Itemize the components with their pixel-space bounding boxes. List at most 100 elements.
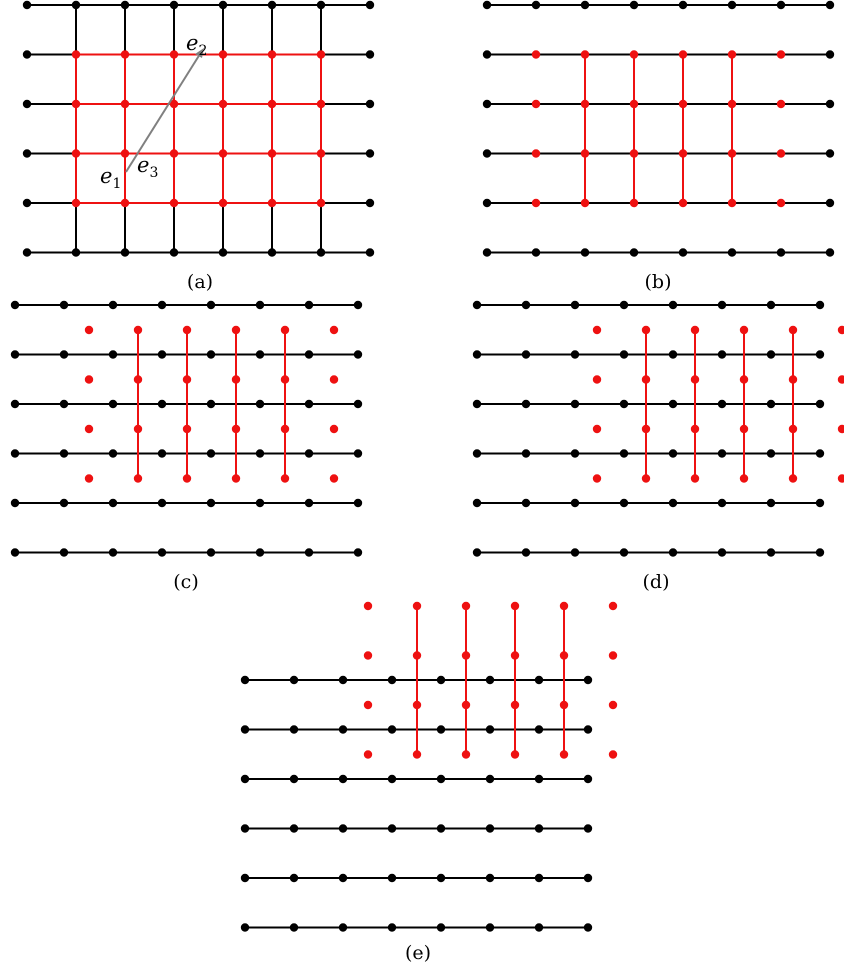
black-vertex	[472, 399, 482, 409]
black-vertex	[108, 300, 118, 310]
red-vertex	[412, 651, 422, 660]
red-vertex	[580, 149, 590, 158]
red-vertex	[169, 50, 179, 59]
black-vertex	[289, 725, 299, 734]
red-vertex	[329, 474, 339, 483]
red-vertex	[837, 375, 844, 384]
red-vertex	[280, 424, 290, 434]
black-vertex	[534, 725, 544, 734]
red-vertex	[169, 198, 179, 208]
black-vertex	[485, 873, 495, 883]
red-vertex	[837, 424, 844, 434]
vector-label-e3: e3	[137, 153, 158, 181]
red-vertex	[678, 198, 688, 208]
red-vertex	[788, 424, 798, 434]
red-vertex	[363, 601, 373, 611]
black-vertex	[436, 923, 446, 932]
black-vertex	[717, 449, 727, 458]
black-vertex	[776, 248, 786, 257]
red-vertex	[182, 474, 192, 483]
red-vertex	[559, 750, 569, 759]
black-vertex	[629, 248, 639, 257]
black-vertex	[255, 399, 265, 409]
black-vertex	[815, 548, 825, 557]
red-vertex	[510, 601, 520, 611]
red-vertex	[727, 99, 737, 109]
black-vertex	[108, 399, 118, 409]
black-vertex	[825, 50, 835, 59]
panel-e	[240, 601, 618, 932]
black-vertex	[482, 99, 492, 109]
black-vertex	[436, 725, 446, 734]
black-vertex	[353, 548, 363, 557]
black-vertex	[766, 300, 776, 310]
black-vertex	[485, 774, 495, 784]
black-vertex	[619, 350, 629, 359]
red-vertex	[71, 50, 81, 59]
red-vertex	[690, 474, 700, 483]
red-vertex	[218, 149, 228, 158]
black-vertex	[10, 350, 20, 359]
red-vertex	[510, 651, 520, 660]
black-vertex	[22, 198, 32, 208]
red-vertex	[231, 375, 241, 384]
red-vertex	[690, 325, 700, 335]
red-vertex	[592, 375, 602, 384]
red-vertex	[329, 424, 339, 434]
black-vertex	[338, 824, 348, 833]
black-vertex	[619, 449, 629, 458]
black-vertex	[815, 399, 825, 409]
black-vertex	[387, 725, 397, 734]
black-vertex	[387, 873, 397, 883]
red-vertex	[608, 750, 618, 759]
panel-label-e: (e)	[405, 942, 431, 964]
red-vertex	[71, 198, 81, 208]
black-vertex	[120, 248, 130, 257]
red-vertex	[837, 474, 844, 483]
black-vertex	[316, 248, 326, 257]
red-vertex	[641, 474, 651, 483]
black-vertex	[387, 824, 397, 833]
red-vertex	[678, 50, 688, 59]
black-vertex	[267, 248, 277, 257]
red-vertex	[788, 325, 798, 335]
red-vertex	[84, 424, 94, 434]
black-vertex	[353, 399, 363, 409]
black-vertex	[678, 0, 688, 10]
black-vertex	[59, 498, 69, 508]
black-vertex	[206, 498, 216, 508]
black-vertex	[825, 248, 835, 257]
red-vertex	[641, 325, 651, 335]
black-vertex	[472, 548, 482, 557]
red-vertex	[727, 149, 737, 158]
black-vertex	[10, 300, 20, 310]
black-vertex	[206, 350, 216, 359]
red-vertex	[776, 198, 786, 208]
black-vertex	[108, 548, 118, 557]
black-vertex	[289, 873, 299, 883]
red-vertex	[120, 50, 130, 59]
red-vertex	[837, 325, 844, 335]
black-vertex	[304, 399, 314, 409]
panel-d	[472, 300, 844, 557]
red-vertex	[412, 700, 422, 710]
black-vertex	[482, 0, 492, 10]
black-vertex	[255, 350, 265, 359]
red-vertex	[608, 601, 618, 611]
black-vertex	[240, 873, 250, 883]
red-vertex	[133, 424, 143, 434]
black-vertex	[825, 149, 835, 158]
black-vertex	[521, 350, 531, 359]
red-vertex	[231, 424, 241, 434]
black-vertex	[766, 548, 776, 557]
black-vertex	[10, 449, 20, 458]
panel-label-d: (d)	[643, 571, 670, 593]
black-vertex	[169, 248, 179, 257]
black-vertex	[717, 548, 727, 557]
red-vertex	[218, 50, 228, 59]
black-vertex	[570, 548, 580, 557]
black-vertex	[289, 923, 299, 932]
red-vertex	[218, 198, 228, 208]
red-vertex	[739, 474, 749, 483]
black-vertex	[289, 824, 299, 833]
